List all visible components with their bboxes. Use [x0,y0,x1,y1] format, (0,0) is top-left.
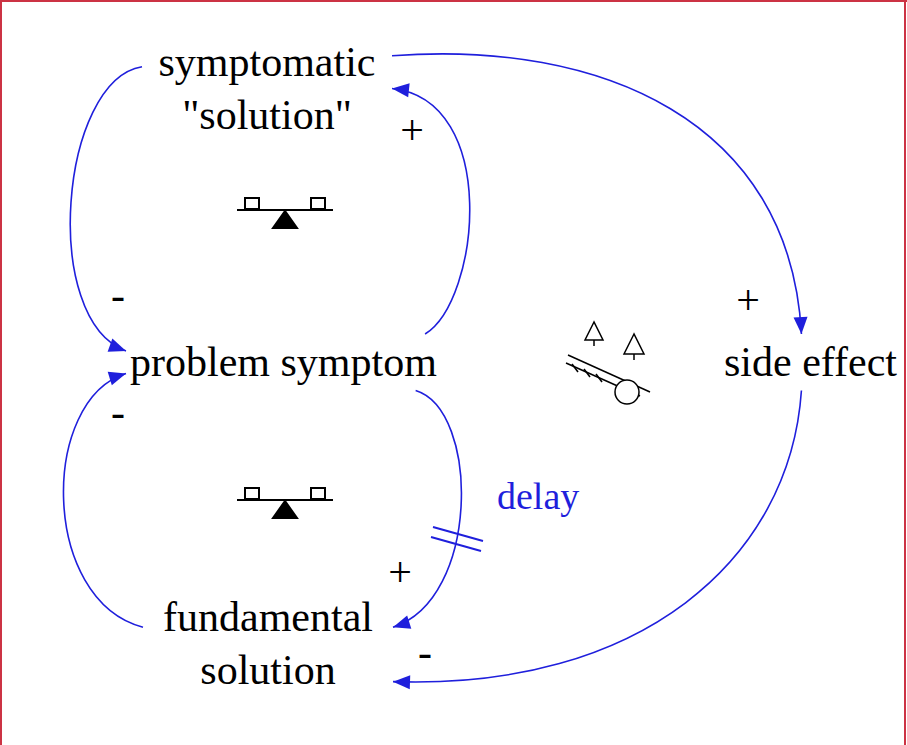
delay-label: delay [497,476,579,518]
polarity-sign: + [736,279,760,321]
variable-node: problem symptom [126,334,441,391]
balance-symbol [237,198,333,228]
causal-link [393,391,461,629]
polarity-sign: - [418,631,432,673]
polarity-sign: + [388,551,412,593]
causal-link [393,391,801,690]
polarity-sign: - [111,274,125,316]
variable-name: side effect [724,336,897,389]
causal-link [392,54,808,334]
causal-link [63,372,143,627]
variable-name: fundamental solution [147,591,389,696]
polarity-sign: + [400,109,424,151]
variable-name: problem symptom [130,336,437,389]
variable-node: side effect [720,334,901,391]
variable-node: fundamental solution [143,589,393,698]
causal-link [392,83,470,334]
polarity-sign: - [111,391,125,433]
variable-node: symptomatic "solution" [142,34,392,143]
balance-symbol [237,488,333,518]
snowball-symbol [566,322,650,404]
causal-link [70,67,142,352]
variable-name: symptomatic "solution" [146,36,388,141]
